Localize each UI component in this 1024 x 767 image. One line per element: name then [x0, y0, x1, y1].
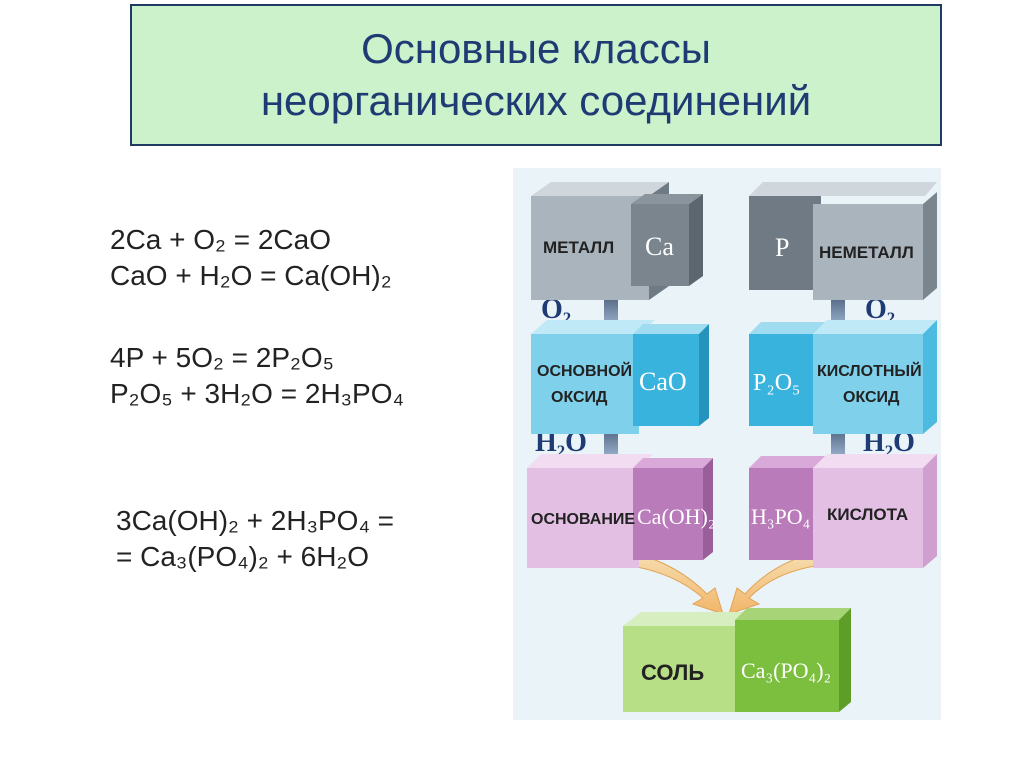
phosphorus-equations: 4P + 5O₂ = 2P₂O₅ P₂O₅ + 3H₂O = 2H₃PO₄ — [110, 340, 404, 412]
basic-oxide-box: ОСНОВНОЙ ОКСИД CaO — [531, 320, 709, 434]
salt-formula: Ca₃(PO₄)₂ — [741, 658, 831, 683]
acid-oxide-label-1: КИСЛОТНЫЙ — [817, 361, 922, 380]
equation: P₂O₅ + 3H₂O = 2H₃PO₄ — [110, 378, 404, 409]
title-banner: Основные классы неорганических соединени… — [130, 4, 942, 146]
nonmetal-label: НЕМЕТАЛЛ — [819, 243, 914, 262]
acid-label: КИСЛОТА — [827, 505, 908, 524]
salt-box: СОЛЬ Ca₃(PO₄)₂ — [623, 608, 851, 712]
salt-equations: 3Ca(OH)₂ + 2H₃PO₄ = = Ca₃(PO₄)₂ + 6H₂O — [116, 503, 394, 575]
metal-box: МЕТАЛЛ Ca — [531, 182, 703, 300]
base-formula: Ca(OH)₂ — [637, 504, 716, 529]
base-label: ОСНОВАНИЕ — [531, 511, 635, 528]
metal-formula: Ca — [645, 232, 674, 261]
calcium-equations: 2Ca + O₂ = 2CaO CaO + H₂O = Ca(OH)₂ — [110, 222, 392, 294]
acid-oxide-label-2: ОКСИД — [843, 389, 900, 406]
acid-oxide-formula: P₂O₅ — [753, 370, 800, 396]
metal-label: МЕТАЛЛ — [543, 238, 614, 257]
base-box: ОСНОВАНИЕ Ca(OH)₂ — [527, 454, 716, 568]
equation: 2Ca + O₂ = 2CaO — [110, 224, 331, 255]
acid-box: H₃PO₄ КИСЛОТА — [749, 454, 937, 568]
nonmetal-box: P НЕМЕТАЛЛ — [749, 182, 937, 300]
equation: 4P + 5O₂ = 2P₂O₅ — [110, 342, 334, 373]
equation: = Ca₃(PO₄)₂ + 6H₂O — [116, 541, 370, 572]
salt-label: СОЛЬ — [641, 660, 704, 685]
equation: CaO + H₂O = Ca(OH)₂ — [110, 260, 392, 291]
reaction-diagram: O₂ O₂ H₂O H₂O МЕТАЛЛ Ca P НЕМЕТАЛЛ ОСНОВ… — [513, 168, 941, 720]
diagram-svg: O₂ O₂ H₂O H₂O МЕТАЛЛ Ca P НЕМЕТАЛЛ ОСНОВ… — [513, 168, 941, 720]
basic-oxide-label-2: ОКСИД — [551, 389, 608, 406]
equation: 3Ca(OH)₂ + 2H₃PO₄ = — [116, 505, 395, 536]
acid-formula: H₃PO₄ — [751, 504, 810, 529]
title-line-2: неорганических соединений — [260, 77, 812, 124]
acid-oxide-box: P₂O₅ КИСЛОТНЫЙ ОКСИД — [749, 320, 937, 434]
nonmetal-formula: P — [775, 233, 789, 262]
basic-oxide-formula: CaO — [639, 367, 687, 396]
title-line-1: Основные классы — [361, 25, 711, 72]
basic-oxide-label-1: ОСНОВНОЙ — [537, 361, 632, 380]
